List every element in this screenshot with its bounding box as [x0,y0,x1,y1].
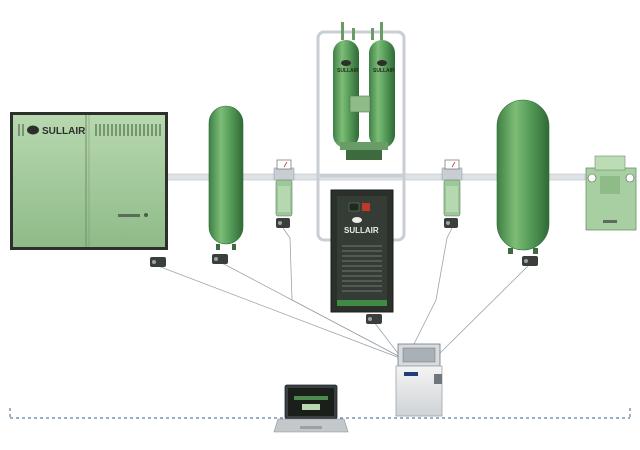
filter-unit-plate [603,220,617,223]
desiccant-brand-right: SULLAIR [373,68,395,74]
sullair-logo: SULLAIR [344,217,379,235]
desiccant-brand: SULLAIR SULLAIR [337,60,395,74]
sensor-icon [276,218,290,228]
wet-receiver-tank [208,105,244,250]
sensor-icon [150,257,166,267]
laptop-screen [288,388,334,416]
pressure-gauge-icon [625,173,635,183]
dryer-brand-text: SULLAIR [344,226,379,235]
sensor-icon [444,218,458,228]
sensor-icon [522,256,538,266]
dryer-control-panel [348,202,370,212]
inline-filter-2 [441,159,463,217]
pressure-gauge-icon [444,159,460,170]
pressure-gauge-icon [587,173,597,183]
inline-filter-1 [273,159,295,217]
refrigerated-dryer: SULLAIR [330,189,394,313]
controller-icon [395,343,443,417]
sensor-icon [366,314,382,324]
pressure-gauge-icon [276,159,292,170]
sullair-logo: SULLAIR [27,125,86,137]
compressor-indicator-icon [144,213,148,217]
sensor-icon [212,254,228,264]
desiccant-brand-left: SULLAIR [337,68,359,74]
network-baseline [9,408,631,419]
dry-receiver-tank [496,99,550,254]
louver-vents [18,124,161,136]
compressor-model-plate [118,214,140,217]
dryer-vent-grille [342,245,382,292]
compressor-brand-text: SULLAIR [42,126,86,137]
air-compressor: SULLAIR [10,112,168,250]
network-cables [157,227,531,416]
laptop-icon [273,384,349,433]
point-of-use-filter-unit [585,155,637,231]
